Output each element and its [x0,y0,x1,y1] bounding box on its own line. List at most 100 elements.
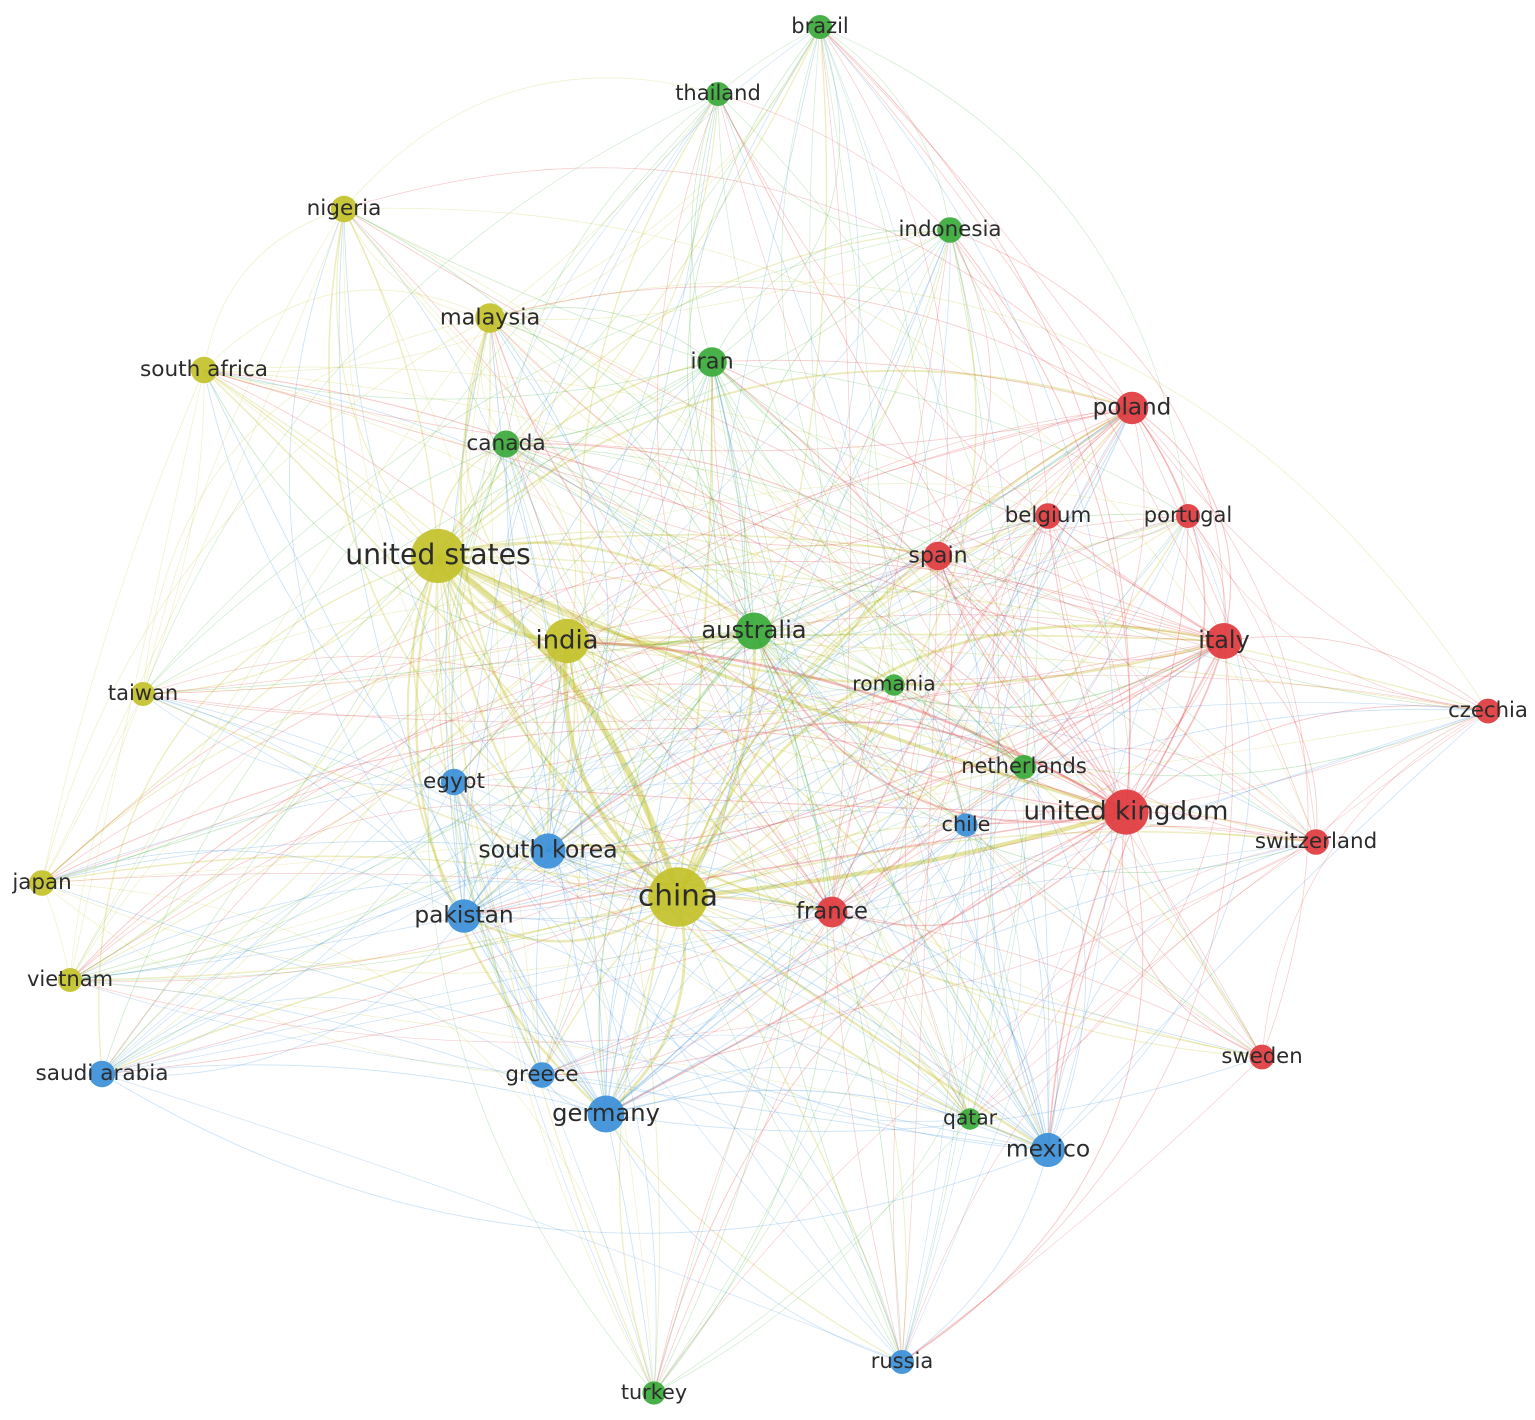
node-qatar[interactable] [959,1108,981,1130]
edge-switzerland-belgium [1047,515,1317,843]
label-south_korea: south korea [478,836,617,864]
node-indonesia[interactable] [937,217,963,243]
edge-india-japan [41,640,568,884]
node-italy[interactable] [1206,623,1242,659]
edge-china-sweden [677,896,1263,1058]
edge-australia-brazil [687,26,821,632]
node-nigeria[interactable] [330,195,358,223]
node-belgium[interactable] [1035,503,1061,529]
edge-china-netherlands [677,766,1025,898]
edge-greece-czechia [541,710,1489,1076]
node-iran[interactable] [697,347,727,377]
node-russia[interactable] [890,1350,914,1374]
edge-united_states-russia [437,555,903,1363]
node-australia[interactable] [735,612,773,650]
edge-chile-canada [505,443,967,826]
node-united_states[interactable] [410,528,466,584]
node-germany[interactable] [587,1095,625,1133]
label-czechia: czechia [1448,697,1528,722]
edge-france-vietnam [69,804,833,981]
edge-japan-south_africa [41,369,205,884]
edge-thailand-indonesia [717,93,951,233]
node-mexico[interactable] [1030,1132,1066,1168]
node-malaysia[interactable] [475,303,505,333]
edge-italy-south_africa [203,369,1225,642]
edge-india-nigeria [336,208,568,642]
edge-australia-south_korea [547,630,755,852]
edge-australia-czechia [753,630,1489,777]
node-egypt[interactable] [440,768,468,796]
node-spain[interactable] [923,541,953,571]
node-france[interactable] [816,896,848,928]
edge-malaysia-indonesia [489,229,951,320]
node-canada[interactable] [492,430,520,458]
node-portugal[interactable] [1176,504,1200,528]
edge-germany-czechia [605,708,1489,1115]
node-thailand[interactable] [706,82,730,106]
node-taiwan[interactable] [131,682,155,706]
node-greece[interactable] [529,1062,555,1088]
node-brazil[interactable] [808,15,832,39]
edge-united_states-france [437,555,833,913]
edge-france-brazil [819,26,852,913]
edge-france-sweden [831,911,1263,1058]
edge-iran-united_kingdom [711,361,1127,813]
node-poland[interactable] [1115,391,1149,425]
edge-united_kingdom-indonesia [949,229,1131,813]
edge-china-india [563,638,681,900]
edge-south_korea-south_africa [203,369,549,852]
node-united_kingdom[interactable] [1103,789,1149,835]
edge-germany-mexico [605,1089,1049,1151]
edge-malaysia-south_africa [203,289,491,371]
node-japan[interactable] [29,870,55,896]
node-india[interactable] [544,618,590,664]
node-switzerland[interactable] [1303,829,1329,855]
edge-china-malaysia [459,317,679,898]
node-chile[interactable] [954,813,978,837]
edge-malaysia-nigeria [343,208,491,319]
edge-iran-vietnam [69,361,713,981]
node-south_africa[interactable] [190,356,218,384]
node-romania[interactable] [883,674,905,696]
edge-india-czechia [566,640,1489,712]
edge-india-turkey [566,640,660,1394]
edge-poland-netherlands [1023,407,1145,768]
edge-italy-greece [541,640,1225,1076]
edge-united_states-germany [415,554,608,1116]
node-china[interactable] [648,867,708,927]
edge-switzerland-czechia [1315,710,1489,843]
node-saudi_arabia[interactable] [88,1060,116,1088]
edge-mexico-vietnam [69,880,1049,1151]
node-netherlands[interactable] [1012,755,1036,779]
node-czechia[interactable] [1475,698,1501,724]
edge-germany-chile [605,824,967,1115]
edge-pakistan-romania [463,684,895,917]
node-sweden[interactable] [1249,1044,1275,1070]
edge-czechia-sweden [1261,710,1489,1058]
edge-chile-mexico [965,824,1059,1151]
edge-mexico-south_africa [203,369,1049,1151]
node-vietnam[interactable] [58,968,82,992]
edge-thailand-vietnam [69,93,719,981]
edge-chile-nigeria [343,208,967,826]
edge-japan-greece [41,882,543,1076]
edge-united_states-poland [437,369,1133,557]
edge-australia-russia [753,630,903,1363]
label-mexico: mexico [1006,1135,1090,1163]
edge-taiwan-canada [142,443,507,695]
edge-united_states-vietnam [69,555,439,981]
edge-south_korea-italy [547,640,1225,852]
edge-iran-russia [711,361,903,1363]
label-spain: spain [908,543,967,569]
edge-poland-south_africa [203,369,1133,452]
edge-france-qatar [831,911,971,1120]
edge-australia-portugal [753,513,1189,632]
edge-taiwan-egypt [142,693,455,786]
edge-china-taiwan [142,693,679,898]
node-south_korea[interactable] [530,833,566,869]
node-pakistan[interactable] [447,899,481,933]
edge-saudi_arabia-chile [101,782,967,1075]
edge-south_korea-turkey [547,850,657,1394]
node-turkey[interactable] [642,1381,666,1405]
edge-italy-poland [1131,407,1231,642]
